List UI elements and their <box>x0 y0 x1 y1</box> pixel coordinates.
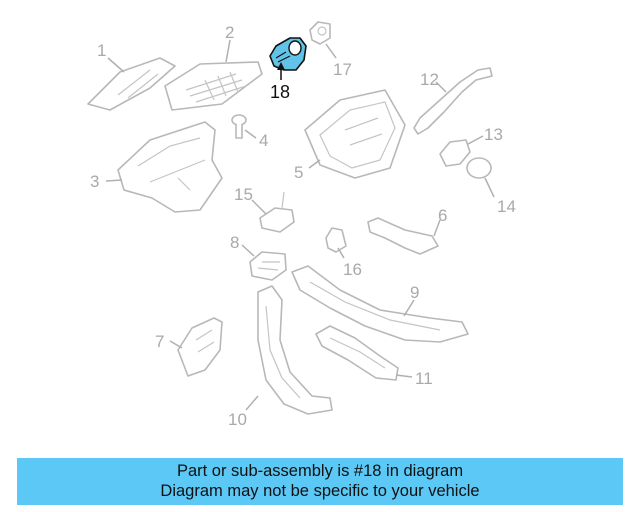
callout-6: 6 <box>438 206 447 225</box>
part-17-connector[interactable] <box>309 21 331 45</box>
banner-line-disclaimer: Diagram may not be specific to your vehi… <box>160 482 480 500</box>
part-18-highlighted[interactable] <box>269 37 307 71</box>
leader-13 <box>467 135 484 145</box>
leader-4 <box>244 129 257 139</box>
leader-6 <box>433 219 441 237</box>
part-7-vent[interactable] <box>177 317 223 377</box>
callout-2: 2 <box>225 23 234 42</box>
part-3-duct[interactable] <box>117 121 223 213</box>
callout-14: 14 <box>497 197 516 216</box>
leader-7 <box>169 340 183 349</box>
callout-5: 5 <box>294 163 303 182</box>
callout-18: 18 <box>270 82 290 102</box>
leader-12 <box>435 81 447 93</box>
part-13-cap[interactable] <box>439 139 471 167</box>
part-12-hose[interactable] <box>413 67 493 135</box>
parts-diagram: 1 2 3 4 5 6 7 8 <box>87 21 516 429</box>
leader-9 <box>403 299 415 317</box>
part-5-box[interactable] <box>304 89 406 179</box>
part-15-sensor[interactable] <box>259 191 295 233</box>
leader-17 <box>325 43 337 59</box>
leader-18-arrow <box>277 62 285 70</box>
part-1-panel[interactable] <box>87 57 176 111</box>
leader-16 <box>337 247 345 259</box>
part-4-clip[interactable] <box>231 114 247 139</box>
leader-3 <box>105 179 123 182</box>
callout-11: 11 <box>415 369 433 388</box>
callout-1: 1 <box>97 41 106 60</box>
callout-12: 12 <box>420 70 439 89</box>
callout-9: 9 <box>410 283 419 302</box>
leader-11 <box>395 374 413 378</box>
callout-10: 10 <box>228 410 247 429</box>
part-8-block[interactable] <box>249 251 287 281</box>
part-6-bracket[interactable] <box>367 217 439 255</box>
callout-7: 7 <box>155 332 164 351</box>
leader-15 <box>251 199 267 215</box>
callout-3: 3 <box>90 172 99 191</box>
banner-line-part: Part or sub-assembly is #18 in diagram <box>176 462 464 480</box>
part-10-vertical-duct[interactable] <box>257 285 333 415</box>
leader-5 <box>308 159 321 169</box>
leader-2 <box>225 39 231 63</box>
callout-15: 15 <box>234 185 253 204</box>
callout-17: 17 <box>333 60 352 79</box>
callout-8: 8 <box>230 233 239 252</box>
part-14-ring[interactable] <box>466 157 492 179</box>
part-9-long-duct[interactable] <box>291 265 469 343</box>
leader-10 <box>245 395 259 411</box>
leader-14 <box>484 177 495 198</box>
callout-13: 13 <box>484 125 503 144</box>
info-banner: Part or sub-assembly is #18 in diagram D… <box>17 458 623 505</box>
leader-8 <box>241 244 255 257</box>
part-11-lower-duct[interactable] <box>315 325 399 381</box>
leader-1 <box>107 57 125 73</box>
part-16-clip[interactable] <box>325 227 347 253</box>
callout-4: 4 <box>259 131 268 150</box>
part-2-filter[interactable] <box>164 61 263 111</box>
callout-16: 16 <box>343 260 362 279</box>
